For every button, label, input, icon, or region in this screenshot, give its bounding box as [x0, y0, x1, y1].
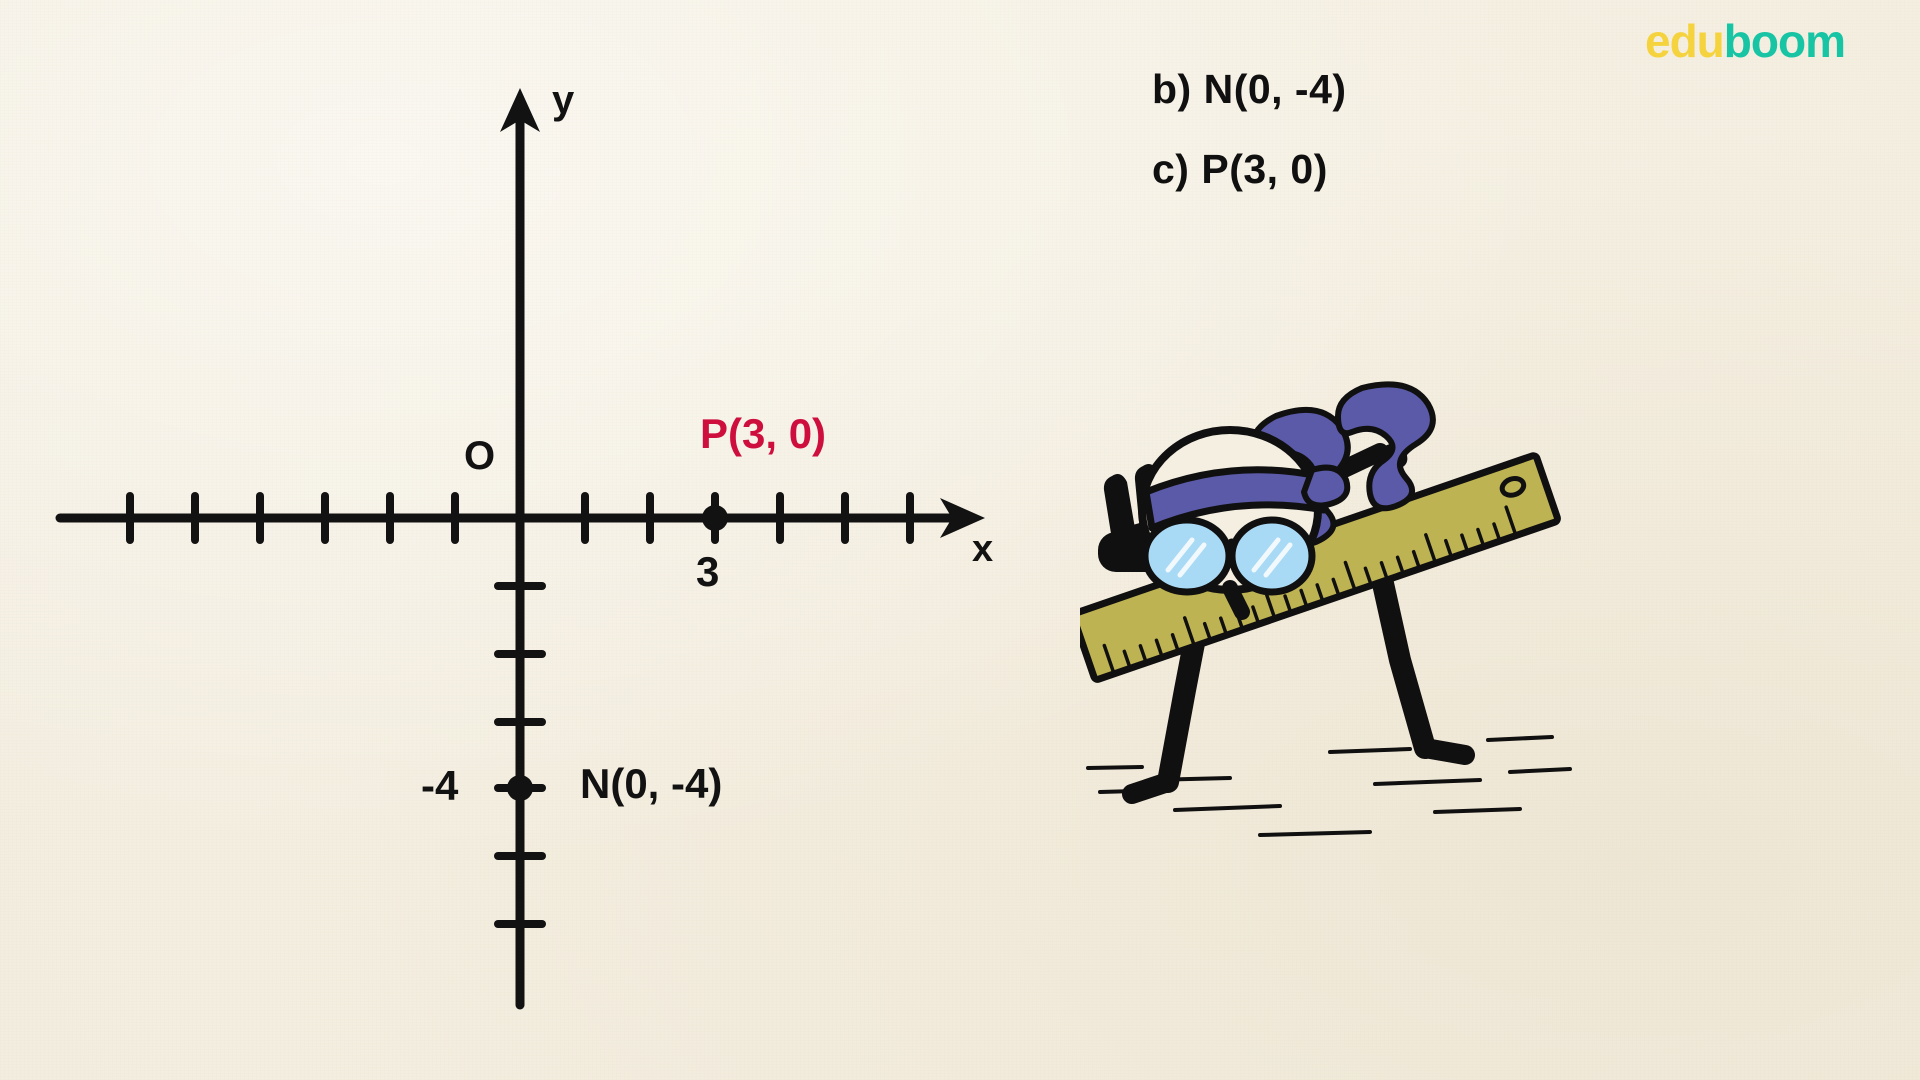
y-tick-label-minus4: -4	[421, 762, 459, 809]
point-label-p: P(3, 0)	[700, 410, 827, 457]
y-axis-arrowhead	[500, 88, 540, 132]
coordinate-plane	[55, 88, 985, 1010]
ninja-with-ruler-illustration	[1080, 381, 1572, 837]
sunglasses-bridge	[1224, 538, 1238, 548]
point-marker-n	[507, 775, 533, 801]
x-tick-label-3: 3	[696, 548, 720, 595]
answer-line-c: c) P(3, 0)	[1152, 146, 1328, 192]
y-axis-ticks	[494, 582, 546, 928]
sunglasses-left-lens	[1141, 516, 1233, 596]
origin-label: O	[464, 434, 496, 478]
ninja-sunglasses	[1141, 516, 1316, 596]
point-label-n: N(0, -4)	[580, 760, 723, 807]
ruler-hole	[1499, 475, 1527, 498]
ninja-back-foot	[1122, 772, 1178, 804]
answer-line-b: b) N(0, -4)	[1152, 66, 1347, 112]
x-axis-ticks	[126, 492, 914, 544]
logo-text-edu: edu	[1645, 15, 1725, 67]
x-axis-label: x	[972, 528, 994, 570]
ninja-headband-knot	[1301, 464, 1351, 509]
ruler-ticks	[1102, 505, 1518, 676]
point-marker-p	[702, 505, 728, 531]
x-axis-arrowhead	[940, 498, 985, 538]
ninja-headband	[1142, 466, 1328, 532]
ninja-front-foot	[1415, 738, 1475, 765]
eduboom-logo: eduboom	[1645, 15, 1846, 67]
ninja-neck	[1222, 580, 1250, 620]
ground-motion-lines	[1086, 735, 1572, 837]
logo-text-boom: boom	[1723, 15, 1846, 67]
y-axis-label: y	[552, 78, 575, 122]
sunglasses-right-lens	[1228, 516, 1316, 596]
